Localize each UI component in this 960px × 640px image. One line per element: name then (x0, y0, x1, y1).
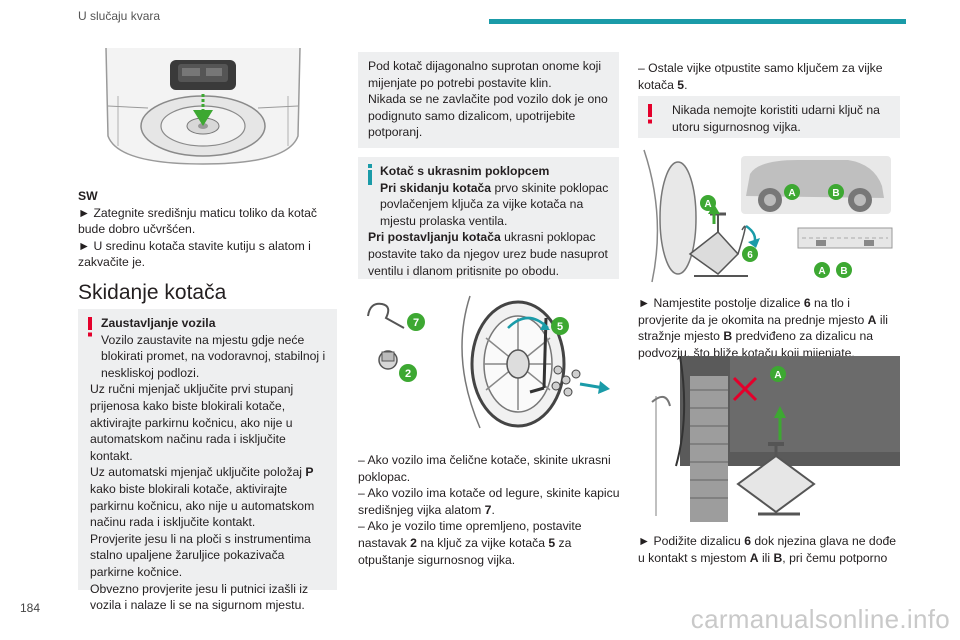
col3-step-1: – Ostale vijke otpustite samo ključem za… (638, 61, 883, 92)
wheel-bolts-illustration: 7 5 2 (358, 288, 620, 436)
sw-step-1: ► Zategnite središnju maticu toliko da k… (78, 205, 318, 237)
step-adapter: – Ako je vozilo time opremljeno, postavi… (358, 519, 582, 567)
sw-section: SW ► Zategnite središnju maticu toliko d… (78, 188, 334, 271)
jack-callout-6: 6 (747, 250, 753, 261)
page-number: 184 (20, 601, 41, 615)
step-alloy-wheels: – Ako vozilo ima kotače od legure, skini… (358, 486, 620, 517)
jack-under-car-illustration: A (650, 356, 900, 522)
info-icon (366, 164, 374, 186)
col3-step-3: ► Podižite dizalicu 6 dok njezina glava … (638, 534, 897, 565)
header-accent-bar (489, 19, 906, 24)
warning-text-5: Obvezno provjerite jesu li putnici izašl… (90, 581, 309, 613)
trunk-spare-wheel-illustration (78, 46, 328, 174)
step-steel-wheels: – Ako vozilo ima čelične kotače, skinite… (358, 453, 611, 484)
section-heading-skidanje: Skidanje kotača (78, 281, 227, 304)
warning-text-4: Provjerite jesu li na ploči s instrument… (90, 531, 311, 579)
callout-2: 2 (405, 368, 411, 380)
warning-text-1: Vozilo zaustavite na mjestu gdje neće bl… (101, 332, 326, 380)
jack-point-a-label-sill: A (818, 266, 825, 277)
warning-exclamation-icon (646, 104, 654, 124)
warning-title: Zaustavljanje vozila (101, 316, 216, 330)
running-header: U slučaju kvara (78, 9, 161, 23)
info-text-2: ukrasni poklopac postavite tako da njego… (368, 230, 608, 278)
info-text-1: prvo skinite poklopac povlačenjem ključa… (380, 180, 609, 228)
warning-text-3c: kako biste blokirali kotače, aktivirajte… (90, 481, 315, 530)
warning-exclamation-icon (86, 317, 94, 337)
sw-label: SW (78, 189, 98, 203)
jack-point-a-label-closeup: A (774, 370, 781, 381)
col2-steps: – Ako vozilo ima čelične kotače, skinite… (358, 452, 620, 568)
jack-points-illustration: A B A 6 A B (638, 146, 900, 286)
col3-step-2: ► Namjestite postolje dizalice 6 na tlo … (638, 296, 888, 360)
jack-point-a-label-car: A (788, 188, 795, 199)
warning-text-3a: Uz automatski mjenjač uključite položaj (90, 465, 306, 480)
info-title: Kotač s ukrasnim poklopcem (380, 164, 550, 178)
info-bold-1: Pri skidanju kotača (380, 180, 492, 195)
note-box-wedge: Pod kotač dijagonalno suprotan onome koj… (358, 52, 619, 148)
sw-step-2: ► U sredinu kotača stavite kutiju s alat… (78, 238, 311, 270)
warning-box-stopping: Zaustavljanje vozila Vozilo zaustavite n… (78, 309, 337, 612)
watermark: carmanualsonline.info (690, 604, 950, 634)
callout-5: 5 (557, 321, 563, 333)
jack-point-b-label-car: B (832, 188, 839, 199)
warning-text-3b: P (305, 465, 314, 480)
info-bold-2: Pri postavljanju kotača (368, 230, 501, 245)
callout-7: 7 (413, 317, 419, 329)
note-text-2: Nikada se ne zavlačite pod vozilo dok je… (368, 92, 608, 140)
jack-head-a-label: A (704, 199, 711, 210)
info-box-hubcap: Kotač s ukrasnim poklopcem Pri skidanju … (358, 157, 619, 279)
note-text-1: Pod kotač dijagonalno suprotan onome koj… (368, 59, 602, 90)
warning-box-impact-wrench: Nikada nemojte koristiti udarni ključ na… (638, 96, 900, 138)
jack-point-b-label-sill: B (840, 266, 847, 277)
warning-text-2: Uz ručni mjenjač uključite prvi stupanj … (90, 382, 294, 463)
warning-impact-text: Nikada nemojte koristiti udarni ključ na… (672, 103, 880, 134)
